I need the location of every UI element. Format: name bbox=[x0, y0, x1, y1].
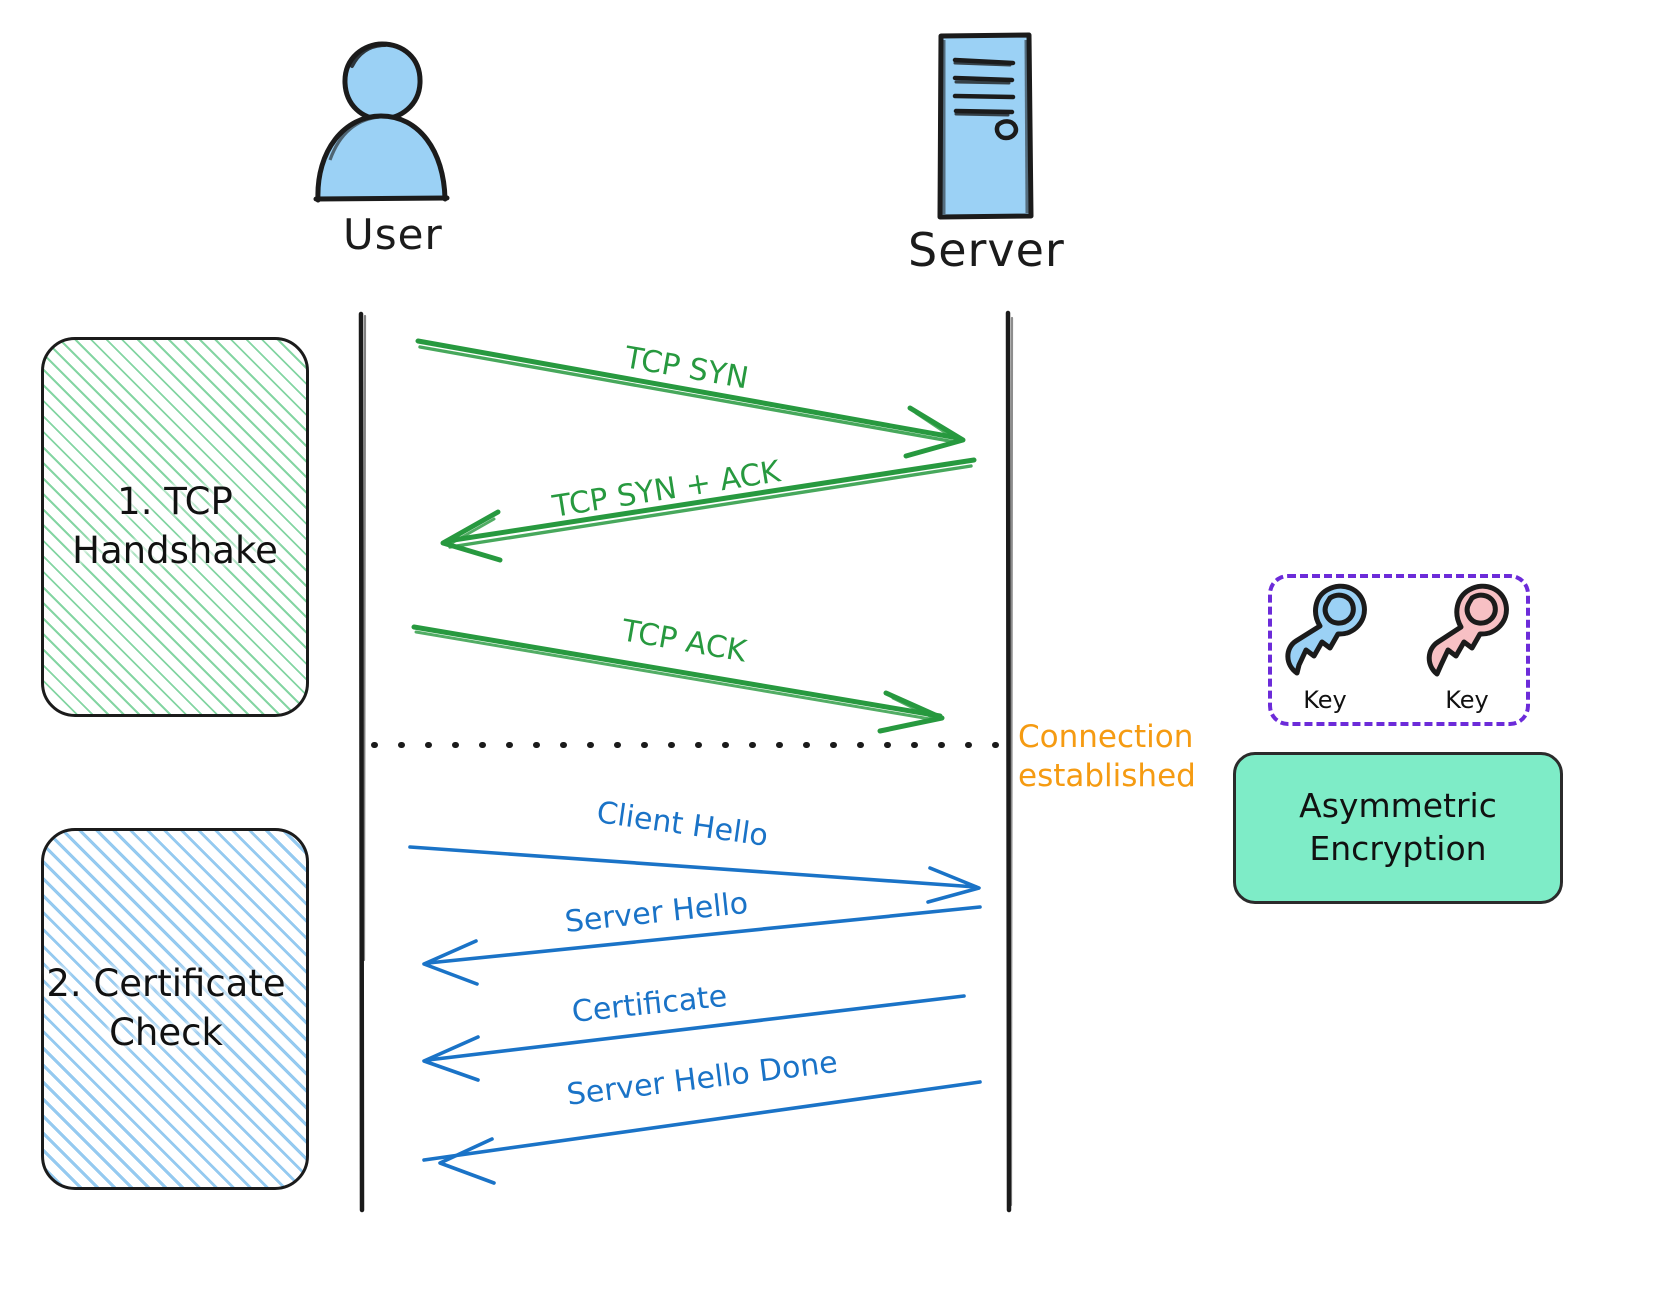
key-icon-private bbox=[1426, 583, 1509, 677]
key-icon-public bbox=[1285, 583, 1367, 676]
actor-label-user: User bbox=[343, 210, 443, 259]
user-person-icon bbox=[313, 41, 450, 203]
asymmetric-encryption-box[interactable]: Asymmetric Encryption bbox=[1233, 752, 1563, 904]
lifeline-user bbox=[358, 311, 367, 1213]
phase-label-tcp-handshake: 1. TCP Handshake bbox=[72, 480, 278, 572]
phase-label-certificate-check: 2. Certificate Check bbox=[46, 962, 286, 1054]
server-tower-icon bbox=[937, 32, 1034, 220]
key-caption-public: Key bbox=[1303, 686, 1347, 714]
arrow-client-hello bbox=[408, 845, 981, 904]
note-connection-established: Connection established bbox=[1018, 719, 1196, 794]
key-label-private: Key bbox=[1422, 686, 1512, 714]
key-caption-private: Key bbox=[1445, 686, 1489, 714]
phase-box-tcp-handshake[interactable]: 1. TCP Handshake bbox=[41, 337, 309, 717]
key-label-public: Key bbox=[1280, 686, 1370, 714]
phase-box-certificate-check[interactable]: 2. Certificate Check bbox=[41, 828, 309, 1190]
asymmetric-encryption-label: Asymmetric Encryption bbox=[1299, 786, 1497, 868]
arrow-server-hello-done bbox=[422, 1080, 982, 1185]
key-pair-group bbox=[1268, 574, 1530, 726]
arrow-tcp-syn bbox=[415, 338, 966, 459]
arrow-tcp-ack bbox=[411, 624, 945, 734]
arrow-tcp-syn-ack bbox=[440, 457, 977, 563]
actor-label-server: Server bbox=[908, 223, 1065, 277]
arrow-server-hello bbox=[422, 905, 982, 986]
arrow-certificate bbox=[422, 994, 966, 1082]
lifeline-server bbox=[1005, 310, 1014, 1213]
